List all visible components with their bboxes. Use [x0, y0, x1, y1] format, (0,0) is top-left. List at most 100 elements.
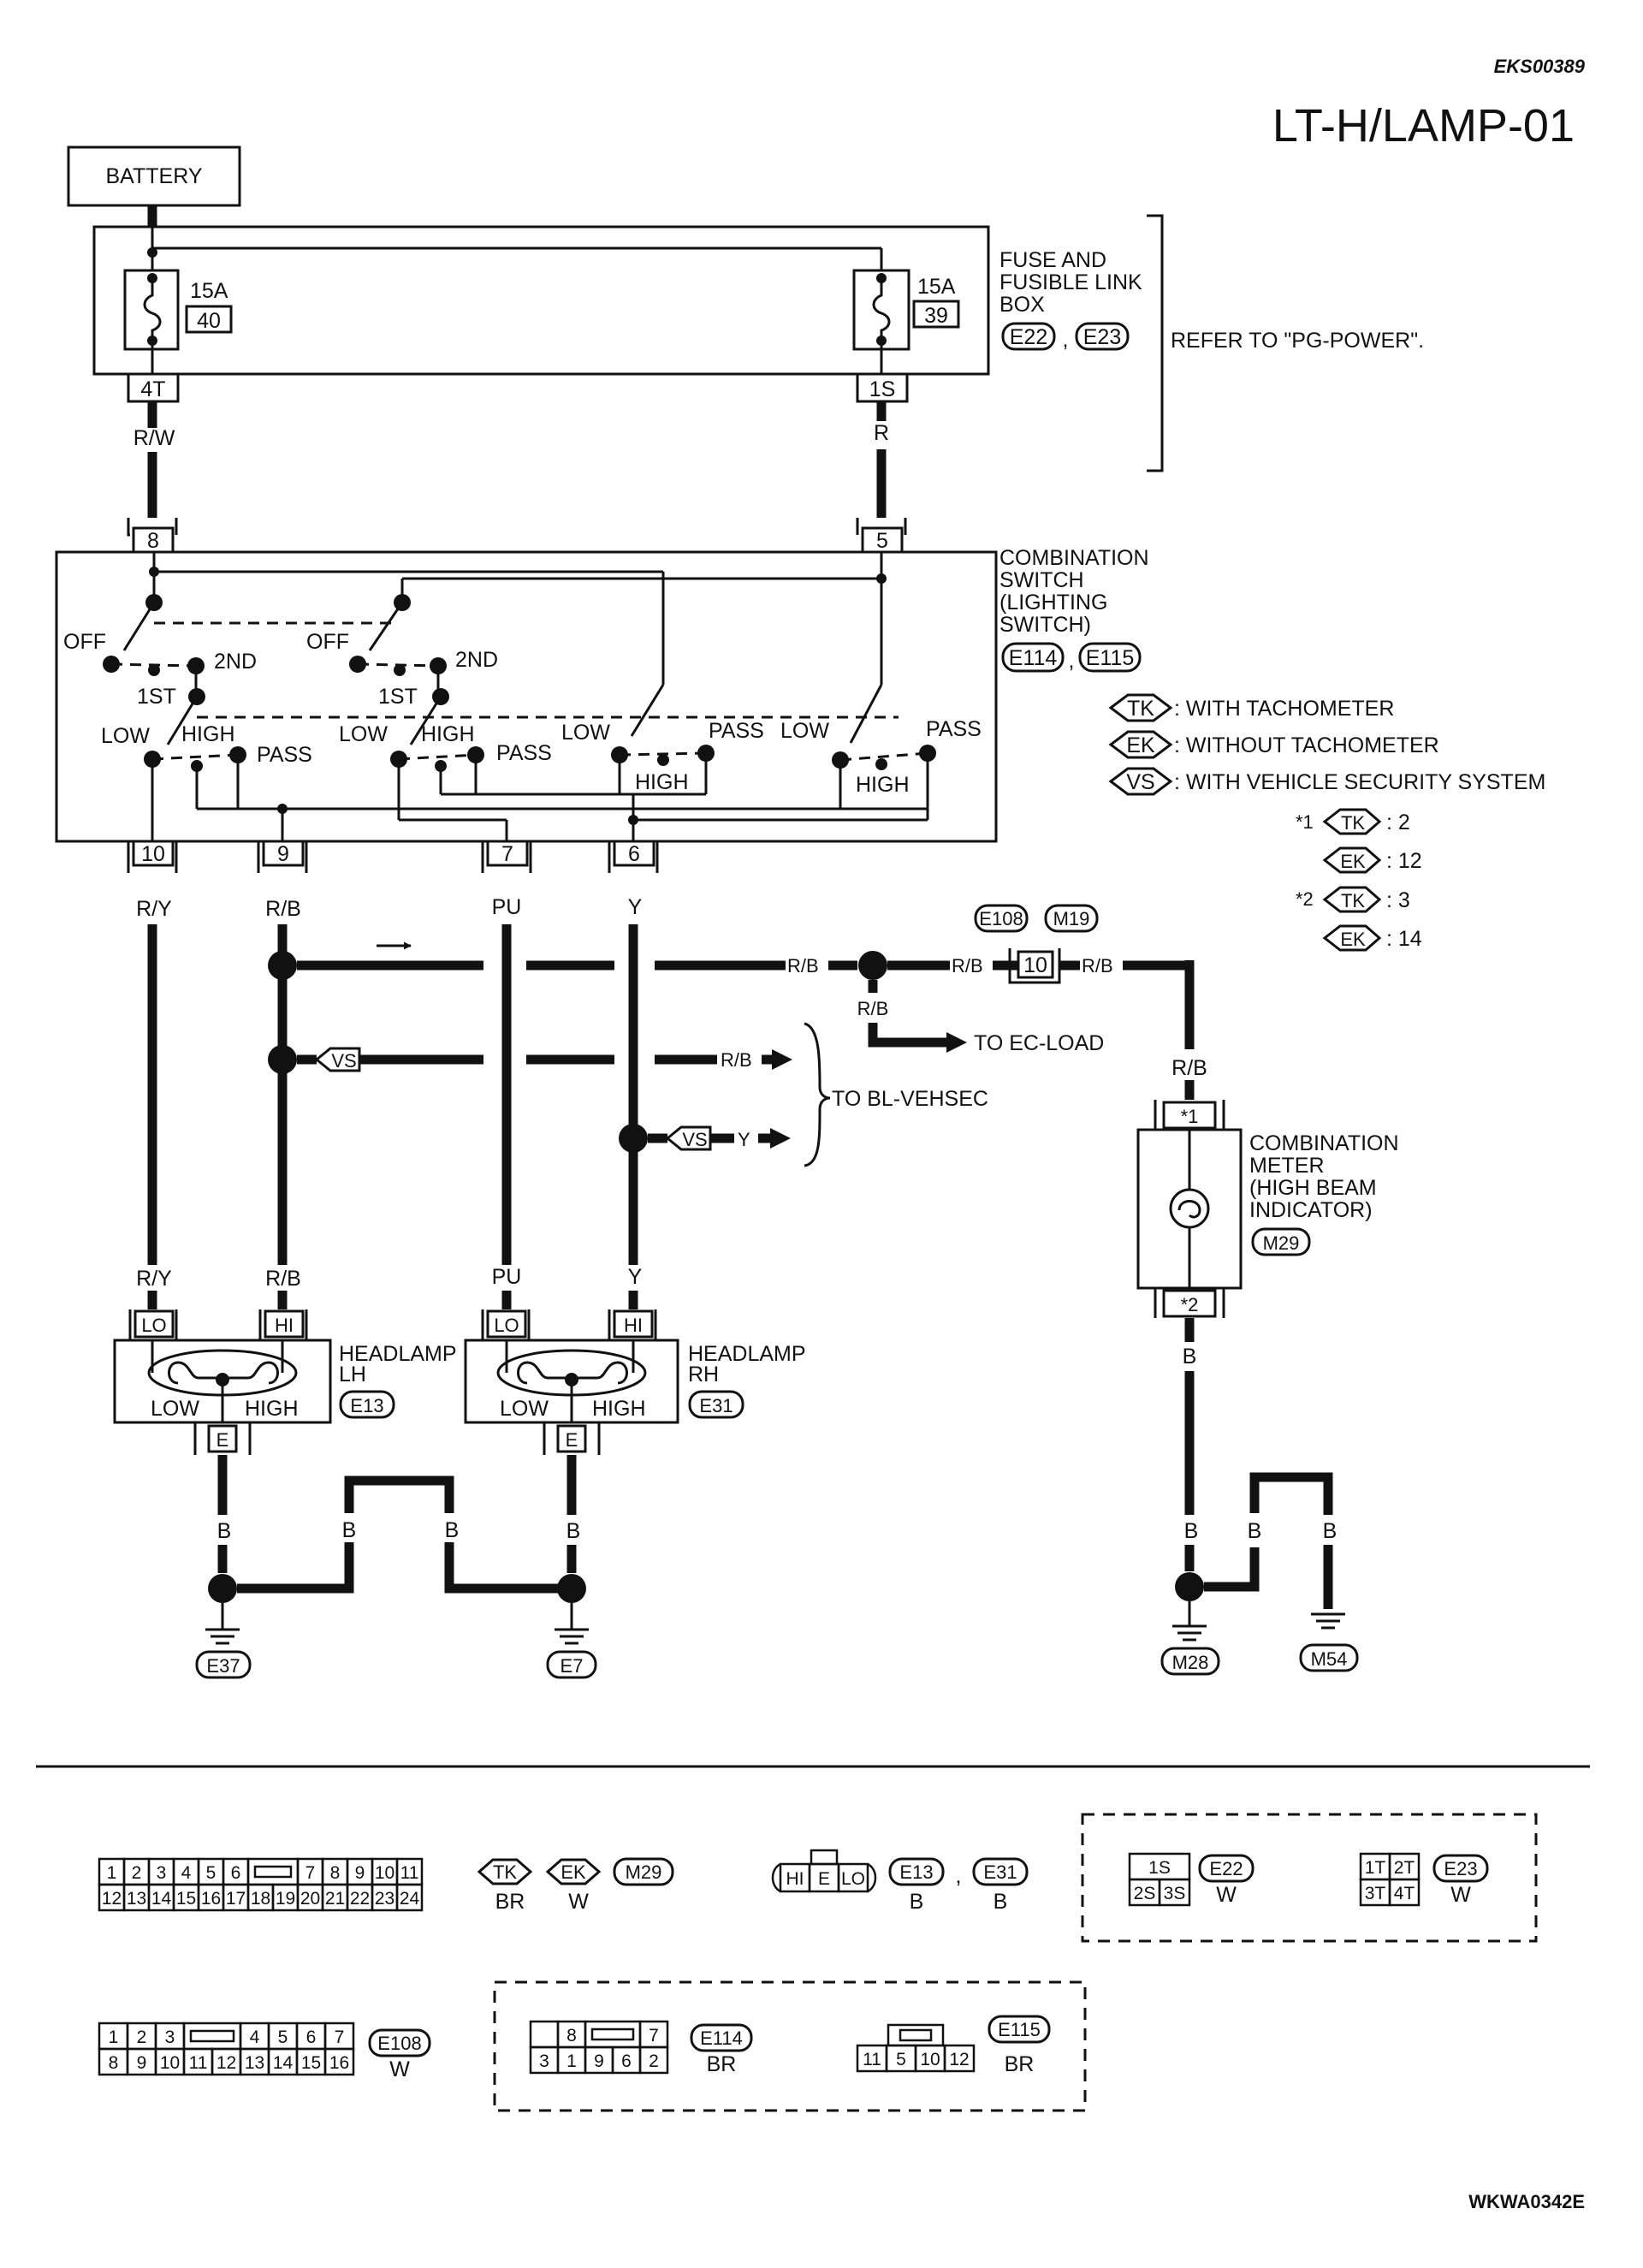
e31-name: E31	[983, 1861, 1017, 1883]
m29-row1-pin: 4	[181, 1863, 192, 1883]
e115-lock	[899, 2028, 933, 2042]
terminal-4t-label: 4T	[140, 377, 165, 401]
junction-connector: E108 M19 10	[974, 904, 1099, 984]
e115-color: BR	[1005, 2052, 1035, 2076]
ground-e7: E7	[546, 1603, 597, 1679]
legend-note2-mark: *2	[1296, 888, 1314, 910]
junction-conn-e108: E108	[979, 908, 1023, 929]
legend-note1-tk: TK	[1341, 812, 1365, 834]
label-pass-3: PASS	[709, 719, 764, 743]
junction-conn-m19: M19	[1053, 908, 1090, 929]
e114-e115-frame	[493, 1980, 1087, 2112]
e22-e23-frame	[1081, 1813, 1538, 1943]
refer-bracket	[1147, 214, 1164, 472]
splice-y-vs	[619, 1124, 648, 1153]
headlamp-lh-conn-e13: E13	[350, 1395, 383, 1416]
m29-row2-pin: 13	[127, 1889, 146, 1909]
e22-pin-1s: 1S	[1148, 1858, 1171, 1878]
vehsec-brace	[804, 1022, 831, 1167]
wire-label-b-rh: B	[566, 1519, 581, 1543]
headlamp-rh-e-pin: E	[566, 1429, 578, 1451]
switch-pin-7-label: 7	[501, 842, 513, 866]
fuse-box-line3: BOX	[999, 293, 1045, 317]
wire-label-y-top: Y	[628, 895, 643, 919]
footer-code: WKWA0342E	[1468, 2191, 1585, 2212]
headlamp-lh-high: HIGH	[245, 1397, 299, 1421]
wire-label-rb-h1: R/B	[787, 955, 819, 977]
e115-row2-pin: 5	[896, 2050, 906, 2069]
m29-tk-color: BR	[495, 1890, 525, 1914]
switch-pin-8: 8	[147, 529, 159, 553]
e23-row1-pin: 1T	[1365, 1858, 1386, 1878]
wire-label-b-m28: B	[1184, 1519, 1199, 1543]
m29-row2-pin: 16	[201, 1889, 221, 1909]
legend-note2-ek: EK	[1340, 929, 1366, 950]
e108-row2-pin: 8	[109, 2053, 119, 2073]
e23-name-outline	[1432, 1854, 1489, 1883]
fuse-39-num: 39	[924, 304, 948, 328]
ground-splice-meter	[1175, 1572, 1204, 1601]
e114-row2-pin: 6	[621, 2051, 632, 2071]
terminal-4t: 4T	[127, 372, 180, 403]
legend-ek-text: : WITHOUT TACHOMETER	[1174, 733, 1439, 757]
m29-row1-pin: 7	[305, 1863, 316, 1883]
e114-color: BR	[707, 2052, 737, 2076]
ground-e7-label: E7	[561, 1655, 584, 1677]
label-1st-2: 1ST	[378, 685, 418, 709]
wire-label-rb-meter: R/B	[1171, 1056, 1207, 1080]
e22-name-outline	[1198, 1854, 1254, 1883]
headlamp-lh-e-pin: E	[216, 1429, 229, 1451]
m29-row2-pin: 18	[251, 1889, 270, 1909]
section-title: LT-H/LAMP-01	[1272, 100, 1575, 151]
wire-label-pu-bottom: PU	[492, 1265, 522, 1289]
splice-rb-2	[858, 951, 887, 980]
e22-row2-cell	[1158, 1878, 1191, 1907]
m29-tk-tag-outline	[477, 1858, 533, 1885]
e108-row2-pin: 9	[137, 2053, 147, 2073]
m29-row2-pin: 24	[400, 1889, 420, 1909]
label-low-3: LOW	[561, 721, 610, 745]
e13-cell	[837, 1862, 869, 1893]
wire-label-rb-top: R/B	[265, 897, 301, 921]
label-2nd-2: 2ND	[455, 648, 498, 672]
m29-row2-pin: 12	[102, 1889, 122, 1909]
e115-row2-pin: 11	[863, 2050, 881, 2069]
headlamp-rh-line2: RH	[688, 1363, 719, 1386]
to-bl-vehsec: TO BL-VEHSEC	[832, 1087, 988, 1111]
e108-row2-pin: 14	[273, 2053, 294, 2073]
battery: BATTERY	[67, 145, 241, 207]
m29-row1-pin: 1	[107, 1863, 117, 1883]
refer-text: REFER TO "PG-POWER".	[1171, 329, 1424, 353]
switch-pin-7: 7	[481, 840, 532, 873]
m29-row1-pin: 2	[132, 1863, 142, 1883]
e108-name-outline	[368, 2028, 431, 2057]
m29-ek-tag-outline	[545, 1858, 602, 1885]
headlamp-rh-line1: HEADLAMP	[688, 1342, 806, 1366]
m29-row2-pin: 22	[350, 1889, 370, 1909]
legend: TK : WITH TACHOMETER EK : WITHOUT TACHOM…	[1108, 693, 1545, 952]
switch-pin-6: 6	[608, 840, 659, 873]
wire-label-b-m54: B	[1323, 1519, 1338, 1543]
wire-label-b-bridge-m: B	[1248, 1519, 1262, 1543]
label-pass-2: PASS	[496, 741, 552, 765]
switch-pin-5: 5	[876, 529, 888, 553]
vs-tag-1-label: VS	[331, 1050, 356, 1072]
m29-row2-pin: 21	[325, 1889, 345, 1909]
ground-m54-label: M54	[1311, 1648, 1348, 1670]
switch-name-line1: COMBINATION	[999, 546, 1149, 570]
e108-row1-pin: 2	[137, 2028, 147, 2047]
e108-row1-pin: 5	[278, 2028, 288, 2047]
e23-color: W	[1450, 1883, 1471, 1907]
high-beam-bulb	[1169, 1188, 1210, 1229]
m29-row2-pin: 19	[276, 1889, 295, 1909]
e114-row1-pin: 8	[566, 2026, 577, 2045]
m29-ek-tag: EK	[561, 1861, 586, 1883]
wire-label-rb-vs: R/B	[721, 1049, 752, 1071]
ground-m28: M28	[1160, 1601, 1220, 1676]
fuse-39-amp: 15A	[917, 275, 956, 299]
headlamp-lh-hi-pin: HI	[275, 1315, 294, 1336]
e115-row2-pin: 10	[920, 2050, 940, 2069]
e108-row1-lock	[189, 2029, 235, 2043]
headlamp-rh-high: HIGH	[592, 1397, 646, 1421]
